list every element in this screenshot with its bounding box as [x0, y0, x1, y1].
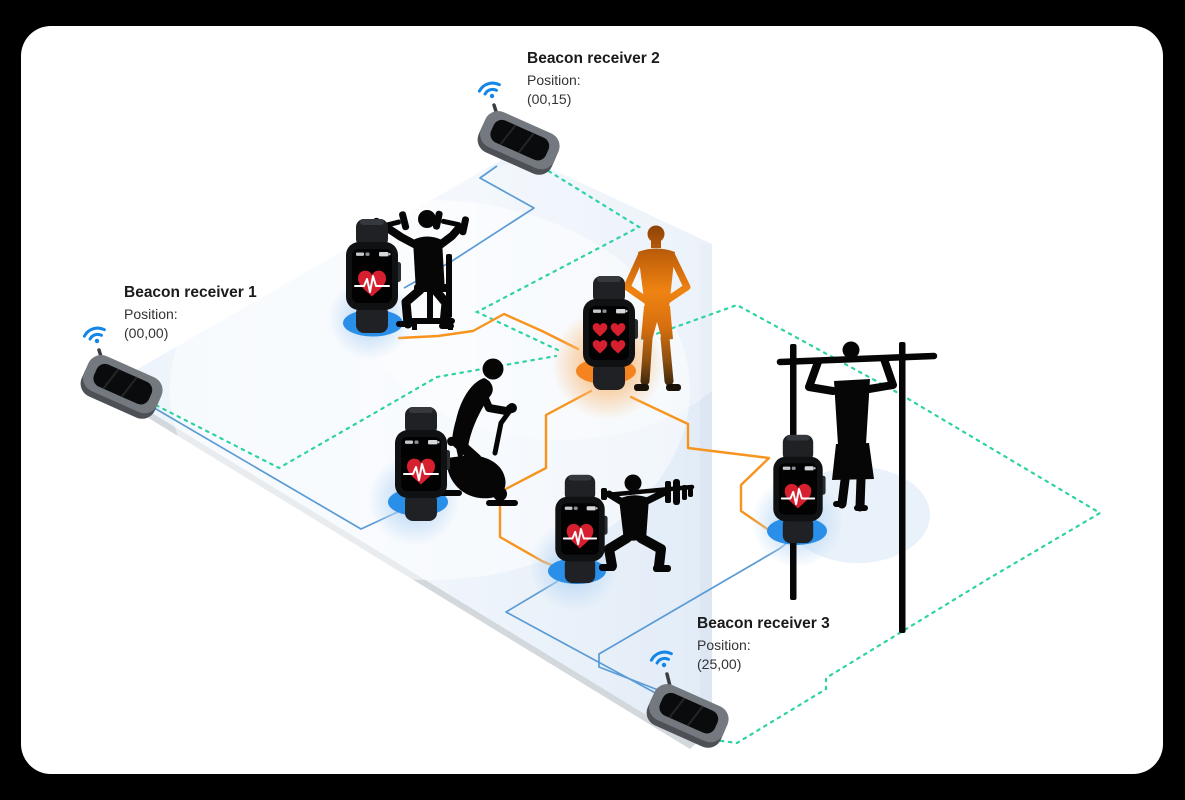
floor-right-band	[700, 244, 712, 720]
beacon-1-position-label: Position:	[124, 306, 178, 322]
beacon-2-position-value: (00,15)	[527, 91, 571, 107]
spin-bike-station	[432, 358, 518, 506]
seated-dumbbell-press-person-icon	[385, 210, 463, 329]
beacon-3-title: Beacon receiver 3	[697, 615, 830, 632]
beacon-3-label: Beacon receiver 3 Position: (25,00)	[697, 615, 830, 672]
pull-up-person-icon	[805, 341, 897, 512]
dumbbell-icon-right	[432, 210, 470, 236]
beacon-1-title: Beacon receiver 1	[124, 284, 257, 301]
beacon-3-position-value: (25,00)	[697, 656, 741, 672]
barbell-squat-station	[599, 474, 695, 572]
beacon-receiver-2-device	[472, 79, 566, 181]
shoe-icon	[666, 384, 681, 391]
beacon-2-title: Beacon receiver 2	[527, 50, 660, 67]
beacon-labels: Beacon receiver 1 Position: (00,00) Beac…	[124, 50, 830, 672]
barbell-icon	[601, 479, 695, 505]
spin-bike-cyclist-icon	[451, 358, 515, 486]
beacon-receiver-3-device	[641, 648, 735, 754]
orange-path-left	[397, 312, 580, 351]
floor-rim	[106, 386, 714, 749]
shoulder-press-station	[372, 210, 470, 330]
signal-path-green-beacon2	[474, 165, 642, 353]
beacon-1-label: Beacon receiver 1 Position: (00,00)	[124, 284, 257, 341]
barbell-squat-person-icon	[599, 474, 671, 572]
beacon-devices	[75, 79, 735, 754]
orange-path-right	[629, 395, 781, 539]
floor-light-wash-2	[360, 160, 760, 440]
signal-path-green-beacon3	[640, 303, 1103, 745]
beacon-receiver-1-device	[75, 324, 169, 425]
beacon-1-position-value: (00,00)	[124, 325, 168, 341]
beacon-2-position-label: Position:	[527, 72, 581, 88]
beacon-2-label: Beacon receiver 2 Position: (00,15)	[527, 50, 660, 107]
floor-light-wash	[170, 200, 690, 580]
signal-paths-green	[140, 165, 1103, 745]
spin-bike-icon	[432, 403, 518, 506]
standing-person-icon	[623, 225, 691, 391]
beacon-3-position-label: Position:	[697, 637, 751, 653]
shoe-icon	[634, 384, 649, 391]
